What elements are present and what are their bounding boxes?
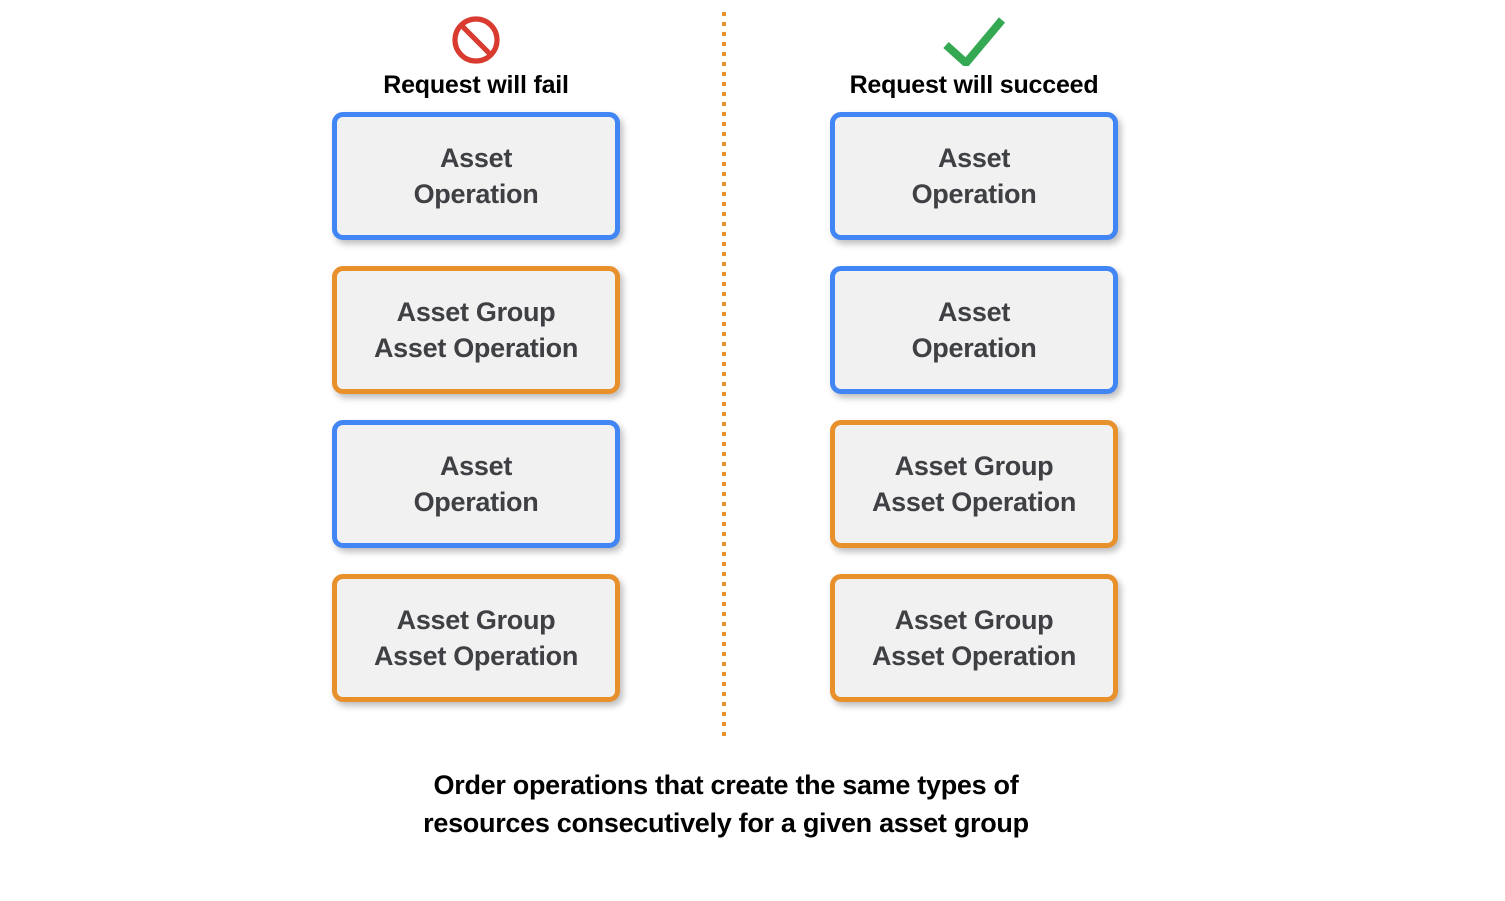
operation-box-label: Asset Operation <box>413 451 539 517</box>
operation-box-asset[interactable]: Asset Operation <box>332 420 620 548</box>
operation-box-label: Asset Group Asset Operation <box>871 605 1077 671</box>
operation-box-label: Asset Operation <box>911 297 1037 363</box>
column-header-succeed: Request will succeed <box>809 12 1139 100</box>
operation-box-asset-group[interactable]: Asset Group Asset Operation <box>332 266 620 394</box>
operation-box-label: Asset Group Asset Operation <box>373 605 579 671</box>
operation-box-label: Asset Operation <box>413 143 539 209</box>
operation-box-asset[interactable]: Asset Operation <box>332 112 620 240</box>
vertical-dotted-divider <box>722 12 726 738</box>
diagram-caption: Order operations that create the same ty… <box>423 770 1029 838</box>
column-label-fail: Request will fail <box>383 71 569 99</box>
no-entry-icon <box>311 12 641 68</box>
operation-box-label: Asset Group Asset Operation <box>871 451 1077 517</box>
operation-stack-succeed: Asset Operation Asset Operation Asset Gr… <box>830 112 1118 702</box>
operation-box-label: Asset Operation <box>911 143 1037 209</box>
operation-box-asset-group[interactable]: Asset Group Asset Operation <box>830 574 1118 702</box>
column-label-succeed: Request will succeed <box>849 71 1099 99</box>
column-header-fail: Request will fail <box>311 12 641 100</box>
operation-box-asset[interactable]: Asset Operation <box>830 266 1118 394</box>
operation-stack-fail: Asset Operation Asset Group Asset Operat… <box>332 112 620 702</box>
operation-box-asset-group[interactable]: Asset Group Asset Operation <box>830 420 1118 548</box>
operation-box-label: Asset Group Asset Operation <box>373 297 579 363</box>
operation-box-asset-group[interactable]: Asset Group Asset Operation <box>332 574 620 702</box>
operation-box-asset[interactable]: Asset Operation <box>830 112 1118 240</box>
checkmark-icon <box>809 12 1139 68</box>
